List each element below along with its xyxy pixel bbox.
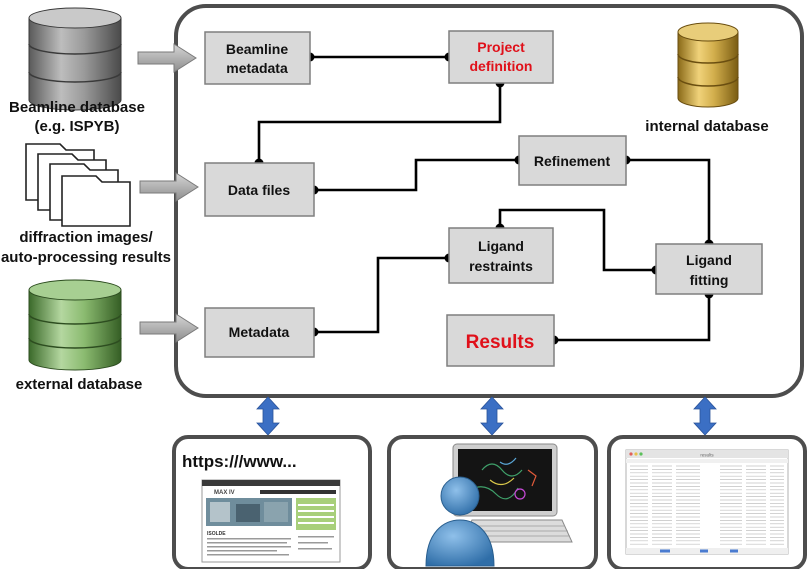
box-ligand-restraints: Ligand restraints [448, 227, 554, 284]
user-icon [425, 476, 495, 567]
arrow-right-icon [139, 313, 199, 343]
connector-results-fitting [554, 294, 711, 342]
box-results: Results [446, 314, 555, 367]
external-database-icon [28, 279, 122, 371]
arrow-right-icon [139, 172, 199, 202]
svg-text:Ligand: Ligand [686, 252, 732, 268]
file-stack-icon [25, 143, 131, 227]
svg-text:restraints: restraints [469, 258, 533, 274]
svg-text:MAX IV: MAX IV [214, 490, 235, 496]
box-refinement: Refinement [518, 135, 627, 186]
external-db-label: external database [16, 376, 143, 393]
connector-restraints-fitting [498, 208, 656, 272]
svg-text:fitting: fitting [690, 272, 729, 288]
svg-text:metadata: metadata [226, 60, 288, 76]
double-arrow-icon [693, 396, 717, 436]
keyboard-icon [461, 519, 573, 543]
svg-text:Ligand: Ligand [478, 238, 524, 254]
box-data-files: Data files [204, 162, 315, 217]
connector-datafiles-refinement [314, 158, 519, 192]
connectors [257, 55, 711, 342]
svg-text:Project: Project [477, 39, 525, 55]
beamline-db-label-2: (e.g. ISPYB) [34, 118, 119, 135]
svg-text:Refinement: Refinement [534, 153, 611, 169]
svg-text:Beamline: Beamline [226, 41, 288, 57]
svg-text:results: results [700, 453, 714, 458]
box-ligand-fitting: Ligand fitting [655, 243, 763, 295]
svg-text:Metadata: Metadata [229, 324, 290, 340]
connector-refinement-fitting [626, 158, 711, 244]
database-icon [28, 7, 122, 111]
diffraction-label-2: auto-processing results [1, 249, 171, 266]
svg-text:ISOLDE: ISOLDE [207, 531, 226, 537]
svg-text:Results: Results [466, 332, 535, 353]
box-project-definition: Project definition [448, 30, 554, 84]
connector-dots [254, 52, 714, 345]
svg-text:Data files: Data files [228, 182, 290, 198]
svg-text:definition: definition [470, 58, 533, 74]
box-metadata: Metadata [204, 307, 315, 358]
connector-datafiles-project [257, 83, 502, 163]
connector-metadata-restraints [314, 256, 449, 334]
beamline-db-label-1: Beamline database [9, 99, 145, 116]
web-url-label: https:///www... [182, 452, 297, 471]
diffraction-label-1: diffraction images/ [19, 229, 153, 246]
browser-icon: MAX IV ISOLDE [201, 479, 341, 563]
box-beamline-metadata: Beamline metadata [204, 31, 311, 85]
spreadsheet-icon: results [625, 449, 789, 555]
arrow-right-icon [137, 43, 197, 73]
internal-db-label: internal database [645, 118, 768, 135]
double-arrow-icon [480, 396, 504, 436]
internal-database-icon [677, 22, 739, 108]
double-arrow-icon [256, 396, 280, 436]
